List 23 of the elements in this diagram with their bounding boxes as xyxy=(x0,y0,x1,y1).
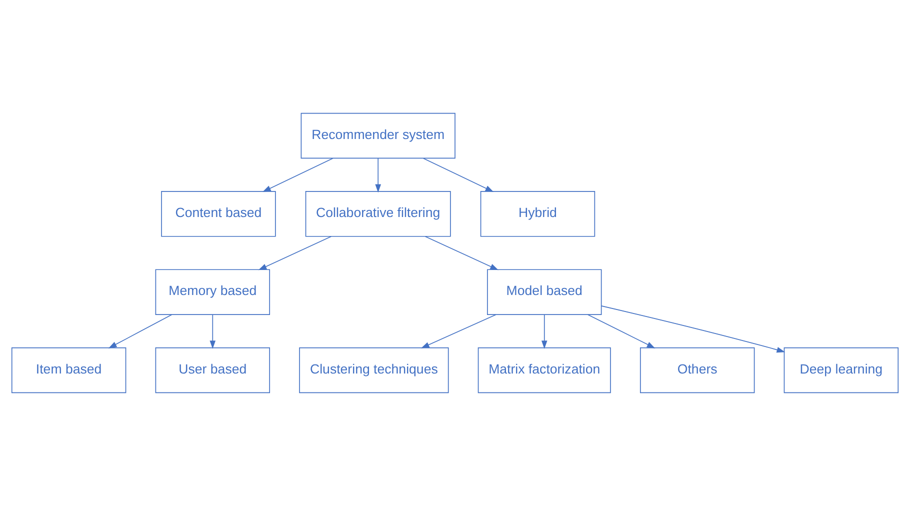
arrow xyxy=(541,314,548,349)
arrow xyxy=(424,236,498,270)
arrow xyxy=(421,314,496,348)
node-box: Clustering techniques xyxy=(299,347,449,394)
node-box: Memory based xyxy=(155,269,270,315)
node-box: User based xyxy=(155,347,270,394)
arrow xyxy=(601,306,786,353)
arrow xyxy=(210,314,216,349)
node-box: Deep learning xyxy=(784,347,899,394)
node-box: Matrix factorization xyxy=(478,347,611,394)
arrow xyxy=(258,236,332,270)
node-box: Model based xyxy=(487,269,602,315)
node-box: Others xyxy=(640,347,755,394)
node-box: Hybrid xyxy=(480,191,596,237)
node-box: Collaborative filtering xyxy=(305,191,451,237)
node-box: Item based xyxy=(11,347,126,394)
node-box: Content based xyxy=(161,191,276,237)
arrow xyxy=(375,158,382,193)
arrow xyxy=(423,158,494,192)
node-box: Recommender system xyxy=(300,112,456,159)
arrow xyxy=(108,314,172,348)
arrow xyxy=(587,314,656,348)
arrow xyxy=(262,158,334,192)
